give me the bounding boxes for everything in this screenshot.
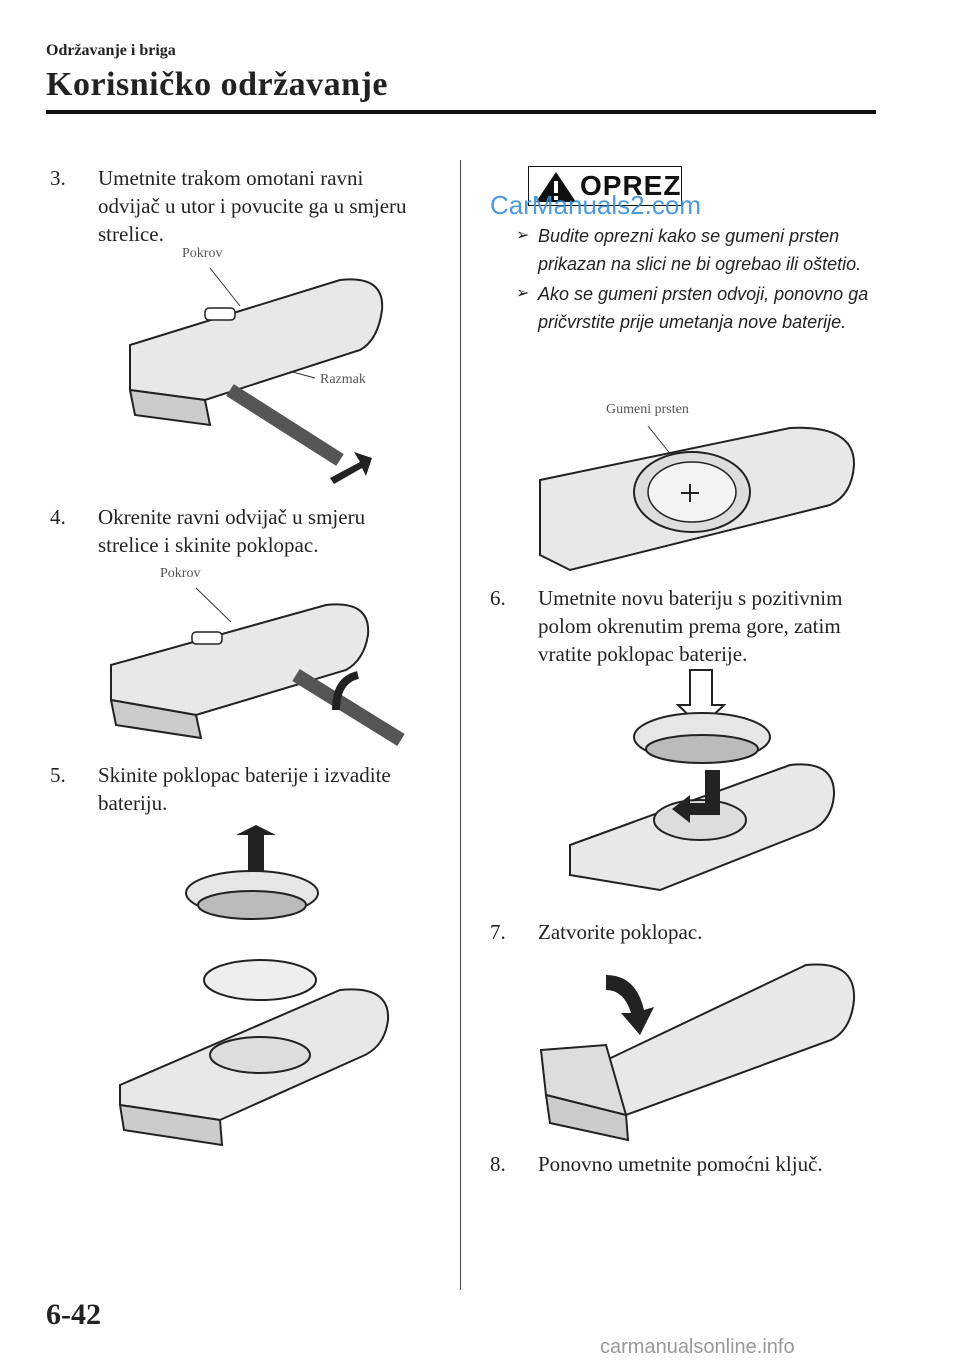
step-4: 4. Okrenite ravni odvijač u smjeru strel… bbox=[50, 505, 366, 557]
arrow-icon bbox=[672, 770, 720, 823]
column-divider bbox=[460, 160, 461, 1290]
caution-item-2: Ako se gumeni prsten odvoji, ponovno ga … bbox=[516, 280, 880, 336]
figure-rubber-ring bbox=[539, 425, 856, 572]
page-number: 6-42 bbox=[46, 1298, 101, 1331]
figure-step-5 bbox=[118, 825, 390, 1147]
step-3: 3. Umetnite trakom omotani ravni odvijač… bbox=[50, 166, 407, 246]
step-7: 7. Zatvorite poklopac. bbox=[490, 920, 703, 944]
footer-watermark: carmanualsonline.info bbox=[600, 1336, 795, 1358]
watermark: CarManuals2.com bbox=[490, 190, 701, 220]
warning-triangle-icon bbox=[536, 172, 576, 202]
figure-step-3 bbox=[128, 267, 384, 484]
caution-label: OPREZ bbox=[580, 170, 682, 201]
label-cover-fig3: Pokrov bbox=[182, 246, 223, 261]
arrow-icon bbox=[606, 975, 654, 1035]
arrow-icon bbox=[236, 825, 276, 875]
figure-step-7 bbox=[539, 963, 856, 1142]
label-gap-fig3: Razmak bbox=[320, 372, 366, 387]
caution-item-1: Budite oprezni kako se gumeni prsten pri… bbox=[516, 222, 880, 278]
header-rule bbox=[46, 110, 876, 114]
figure-step-6 bbox=[569, 669, 836, 892]
caution-list: Budite oprezni kako se gumeni prsten pri… bbox=[516, 222, 880, 338]
label-cover-fig4: Pokrov bbox=[160, 566, 201, 581]
step-5: 5. Skinite poklopac baterije i izvadite … bbox=[50, 763, 391, 815]
section-title: Održavanje i briga bbox=[46, 42, 176, 59]
step-8: 8. Ponovno umetnite pomoćni ključ. bbox=[490, 1152, 823, 1176]
page-title: Korisničko održavanje bbox=[46, 66, 388, 103]
label-rubber-ring: Gumeni prsten bbox=[606, 402, 689, 417]
caution-badge bbox=[528, 166, 682, 206]
arrow-icon bbox=[330, 452, 372, 484]
step-6: 6. Umetnite novu bateriju s pozitivnim p… bbox=[490, 586, 843, 666]
figure-step-4 bbox=[109, 587, 405, 746]
